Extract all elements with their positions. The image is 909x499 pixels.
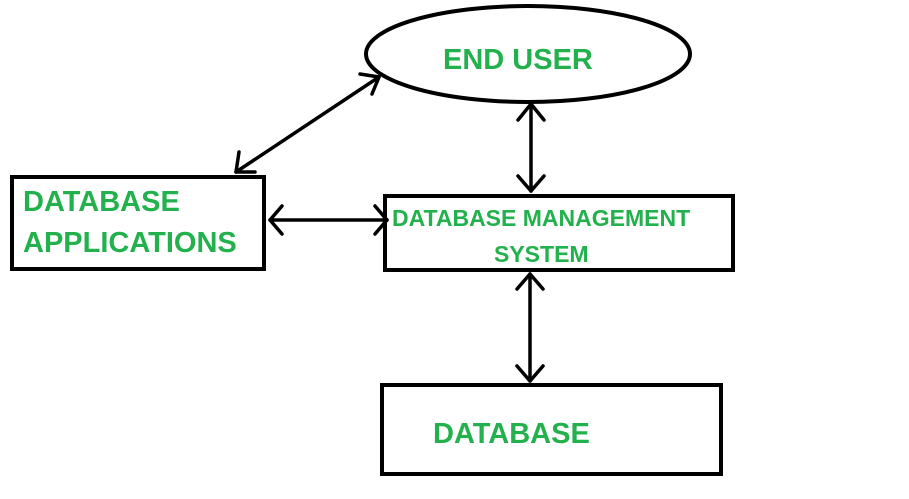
connector-applications-dbms [268, 204, 389, 236]
arrowhead-toward-applications-side [268, 204, 284, 236]
arrowhead-toward-end-user-top [516, 102, 546, 122]
arrowhead-toward-dbms-top [516, 174, 546, 193]
dbms-box [383, 194, 735, 272]
connector-dbms-database [515, 272, 545, 383]
arrowhead-toward-dbms-side [373, 204, 389, 236]
end-user-label: END USER [443, 44, 593, 76]
arrowhead-toward-applications [234, 150, 257, 174]
dbms-label-line2: SYSTEM [494, 241, 589, 267]
database-box [380, 383, 723, 476]
database-label: DATABASE [433, 418, 590, 450]
arrowhead-toward-end-user [358, 72, 381, 96]
arrowhead-toward-database [515, 364, 545, 383]
connector-end-user-dbms [516, 102, 546, 193]
end-user-node: END USER [364, 4, 692, 104]
database-applications-label-line2: APPLICATIONS [23, 227, 237, 259]
dbms-label-line1: DATABASE MANAGEMENT [392, 205, 690, 231]
database-applications-node: DATABASE APPLICATIONS [10, 175, 266, 271]
arrowhead-toward-dbms-bottom [515, 272, 545, 291]
end-user-ellipse [364, 4, 692, 104]
database-applications-box [10, 175, 266, 271]
database-node: DATABASE [380, 383, 723, 476]
connector-applications-end-user [234, 72, 381, 174]
dbms-node: DATABASE MANAGEMENT SYSTEM [383, 194, 735, 272]
database-applications-label-line1: DATABASE [23, 186, 180, 218]
